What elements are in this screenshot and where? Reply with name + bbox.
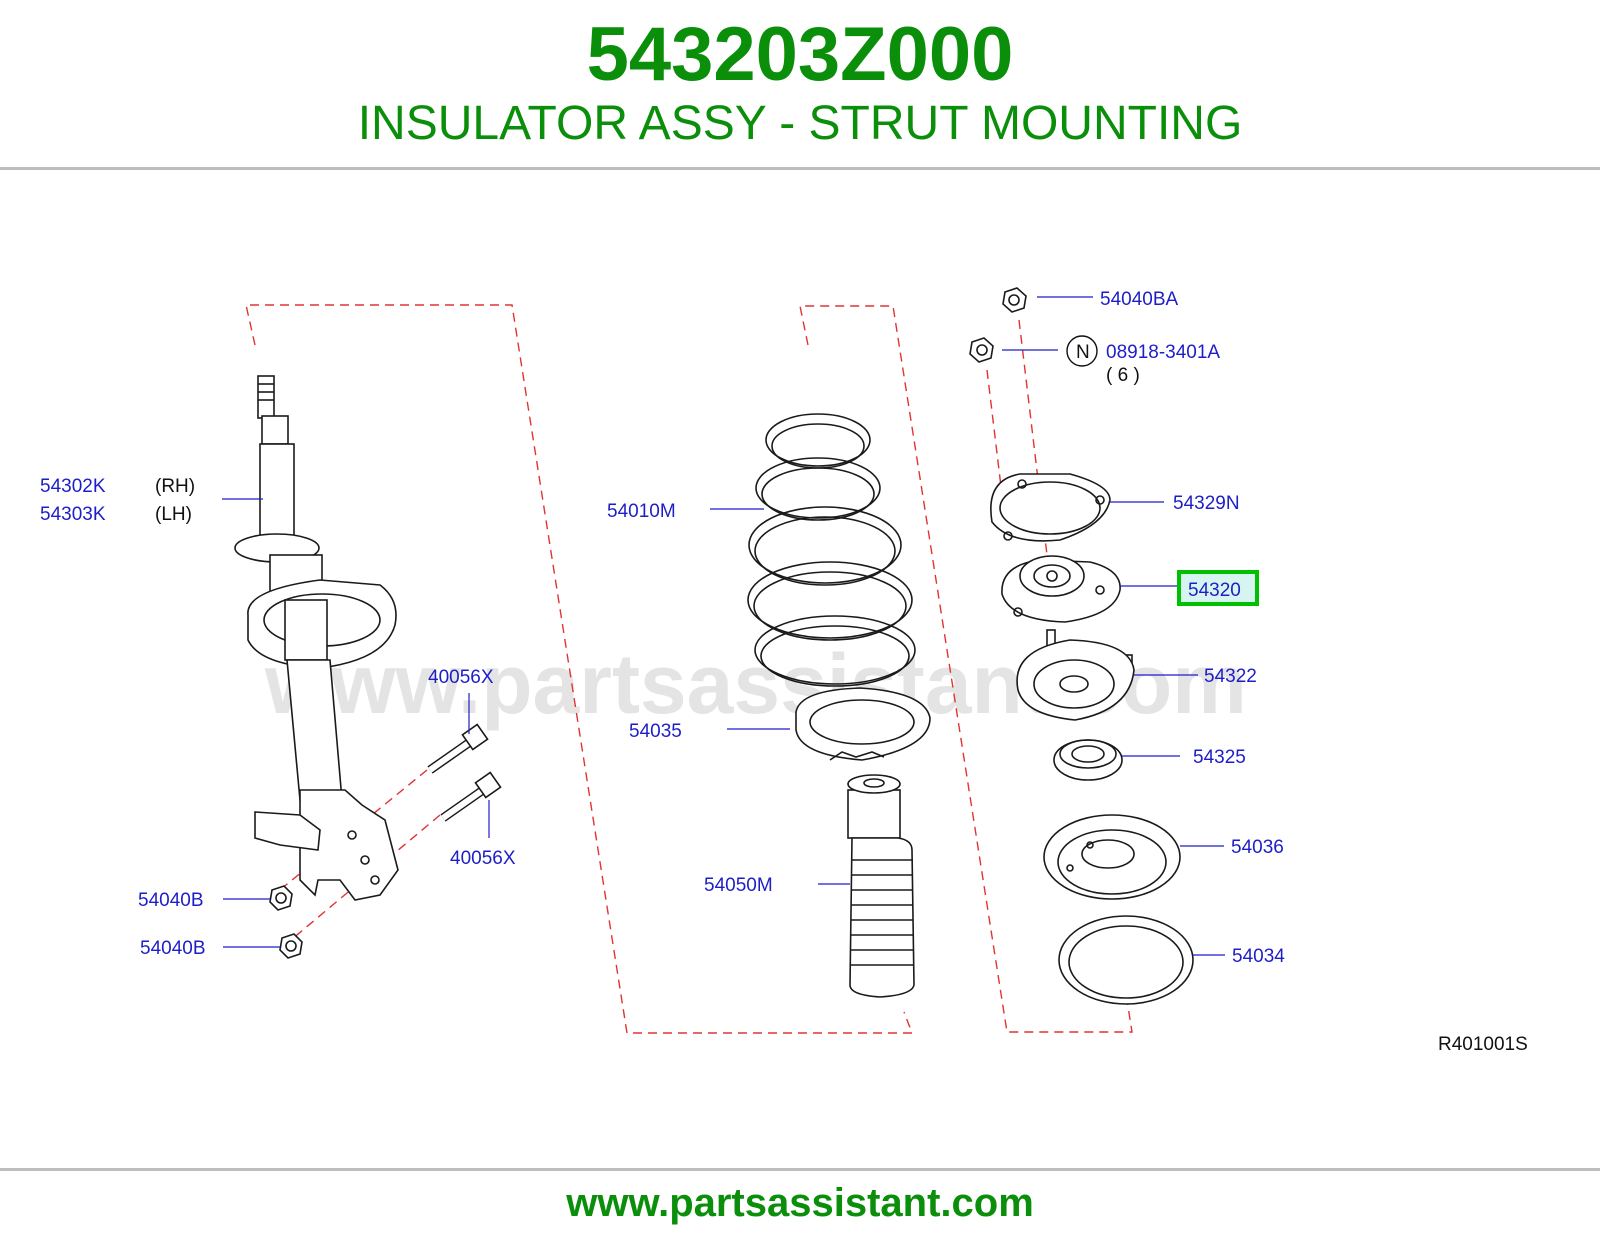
assembly-outline-strut — [245, 304, 914, 1034]
bolt-lower-drawing — [440, 771, 502, 822]
footer-url[interactable]: www.partsassistant.com — [566, 1181, 1034, 1225]
label-mount-plate[interactable]: 54322 — [1204, 666, 1257, 687]
label-plate[interactable]: 54329N — [1173, 493, 1240, 514]
label-bolt-upper[interactable]: 40056X — [428, 667, 494, 688]
label-bearing[interactable]: 54325 — [1193, 747, 1246, 768]
leader-lines — [222, 296, 1225, 956]
assembly-outline-spring — [799, 305, 1133, 1033]
label-top-nut[interactable]: 54040BA — [1100, 289, 1179, 310]
label-insulator[interactable]: 54320 — [1188, 580, 1241, 601]
label-strut-rh-code[interactable]: 54302K — [40, 476, 106, 497]
rubber-seat-drawing — [1058, 915, 1194, 1005]
bound-bumper-drawing — [847, 774, 915, 998]
label-nut-lower[interactable]: 54040B — [140, 938, 206, 959]
plate-drawing — [990, 473, 1111, 542]
label-mount-nut-qty: ( 6 ) — [1106, 365, 1140, 386]
label-strut-lh-code[interactable]: 54303K — [40, 504, 106, 525]
diagram-reference-code: R401001S — [1438, 1034, 1528, 1055]
label-rubber-seat[interactable]: 54034 — [1232, 946, 1285, 967]
label-strut-lh-side: (LH) — [155, 504, 192, 525]
spring-seat-drawing — [795, 687, 931, 761]
nut-upper-drawing — [269, 885, 293, 911]
strut-assembly-drawing — [234, 375, 399, 901]
nut-lower-drawing — [279, 933, 303, 959]
upper-seat-drawing — [1043, 814, 1181, 900]
label-bound-bumper[interactable]: 54050M — [704, 875, 773, 896]
bearing-drawing — [1053, 739, 1123, 781]
coil-spring-drawing — [747, 413, 916, 687]
footer-divider — [0, 1168, 1600, 1171]
label-nut-upper[interactable]: 54040B — [138, 890, 204, 911]
part-description-title: INSULATOR ASSY - STRUT MOUNTING — [357, 97, 1243, 150]
header-divider — [0, 167, 1600, 170]
n-marker-circle — [1066, 335, 1098, 367]
label-spring-seat[interactable]: 54035 — [629, 721, 682, 742]
bolt-upper-drawing — [427, 723, 489, 774]
label-upper-seat[interactable]: 54036 — [1231, 837, 1284, 858]
part-number-title: 543203Z000 — [586, 12, 1014, 97]
mount-plate-drawing — [1016, 629, 1135, 721]
insulator-label-highlight — [1177, 570, 1259, 606]
label-n-marker: N — [1076, 342, 1090, 363]
label-spring[interactable]: 54010M — [607, 501, 676, 522]
mount-nut-drawing — [969, 337, 994, 363]
label-bolt-lower[interactable]: 40056X — [450, 848, 516, 869]
insulator-drawing — [1001, 555, 1121, 623]
label-mount-nut[interactable]: 08918-3401A — [1106, 342, 1220, 363]
top-nut-drawing — [1002, 287, 1027, 313]
page-header: 543203Z000 INSULATOR ASSY - STRUT MOUNTI… — [0, 0, 1600, 168]
label-strut-rh-side: (RH) — [155, 476, 195, 497]
